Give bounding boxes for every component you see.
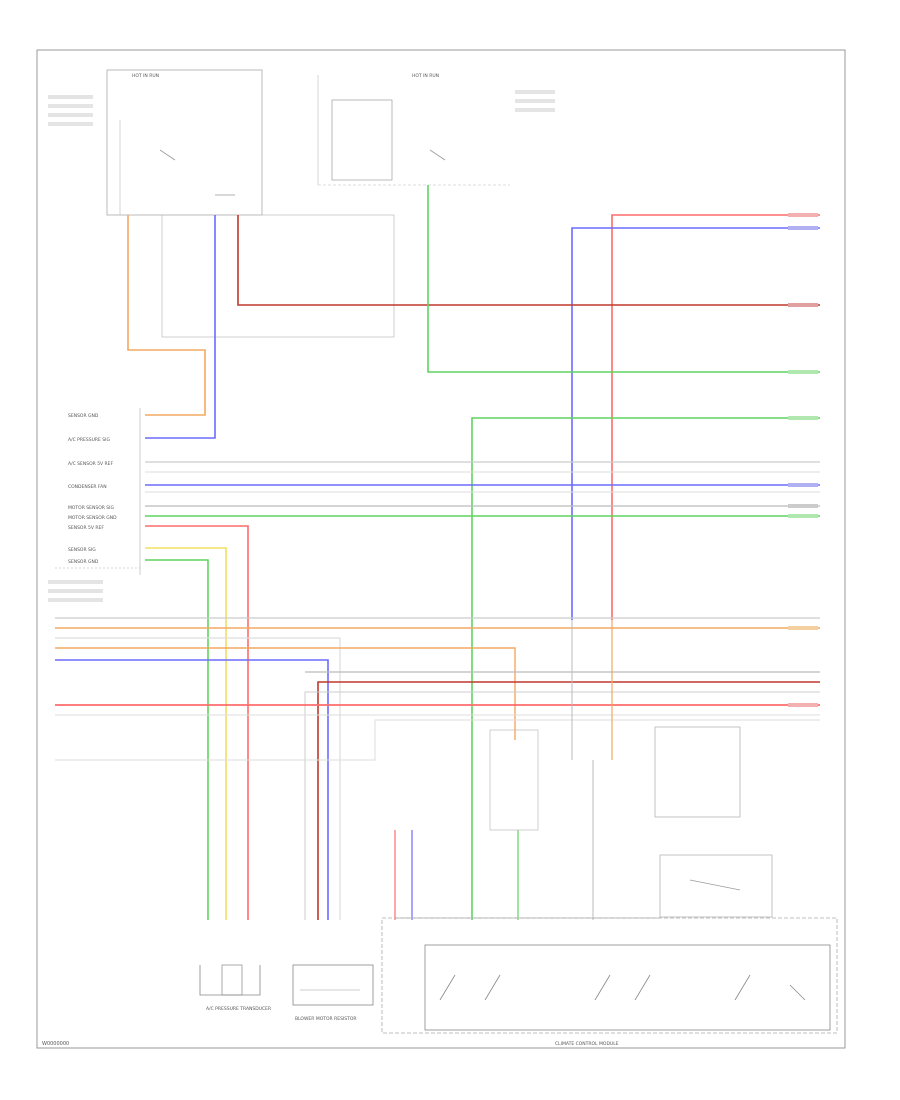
- footer-code: W0000000: [42, 1041, 69, 1047]
- wires: [55, 185, 820, 920]
- left-label-3: CONDENSER FAN: [68, 484, 107, 490]
- wire-grey-10: [55, 719, 820, 761]
- diagram-frame: [36, 49, 846, 1049]
- wire-darkred-low: [317, 681, 820, 920]
- fuse-box-left-label: HOT IN RUN: [132, 73, 159, 79]
- wire-yellow: [145, 547, 227, 920]
- wire-green-right: [471, 417, 820, 920]
- ac-pressure-label: A/C PRESSURE TRANSDUCER: [206, 1006, 271, 1012]
- relay-module: [489, 726, 773, 918]
- pcm-side-labels: [48, 580, 103, 602]
- fuse-box-right-side-labels: [515, 90, 555, 112]
- wire-darkred: [237, 215, 820, 306]
- left-label-2: A/C SENSOR 5V REF: [68, 461, 114, 467]
- fuse-box-left: HOT IN RUN: [106, 69, 263, 216]
- left-label-8: SENSOR GND: [68, 559, 99, 565]
- splice-box: [161, 214, 395, 338]
- fuse-box-mid-label: HOT IN RUN: [412, 73, 439, 79]
- left-label-7: SENSOR SIG: [68, 547, 96, 553]
- left-connector: SENSOR GND A/C PRESSURE SIG A/C SENSOR 5…: [55, 408, 141, 575]
- left-label-5: MOTOR SENSOR GND: [68, 515, 117, 521]
- climate-control-module: CLIMATE CONTROL MODULE: [381, 917, 838, 1047]
- ac-pressure-transducer: A/C PRESSURE TRANSDUCER: [199, 964, 271, 1012]
- right-pin-markers: [788, 213, 818, 707]
- wire-green-left: [145, 559, 209, 920]
- wire-grey-6: [55, 637, 341, 920]
- control-module-label: CLIMATE CONTROL MODULE: [555, 1041, 619, 1047]
- fuse-box-left-side-labels: [48, 95, 93, 126]
- left-label-0: SENSOR GND: [68, 413, 99, 419]
- wire-green-mid: [427, 185, 820, 373]
- wire-blue-low: [55, 659, 329, 920]
- wire-blue-left: [145, 215, 216, 439]
- wire-red-left: [145, 525, 249, 920]
- wire-orange-2: [55, 647, 516, 740]
- wire-grey-8: [304, 691, 820, 920]
- fuse-box-mid: HOT IN RUN: [317, 73, 510, 186]
- left-label-4: MOTOR SENSOR SIG: [68, 505, 114, 511]
- blower-resistor-label: BLOWER MOTOR RESISTOR: [295, 1016, 357, 1022]
- blower-motor-resistor: BLOWER MOTOR RESISTOR: [292, 964, 374, 1022]
- left-label-1: A/C PRESSURE SIG: [68, 437, 110, 443]
- left-label-6: SENSOR 5V REF: [68, 525, 104, 531]
- wire-blue-top: [571, 227, 820, 620]
- wire-orange: [127, 215, 206, 416]
